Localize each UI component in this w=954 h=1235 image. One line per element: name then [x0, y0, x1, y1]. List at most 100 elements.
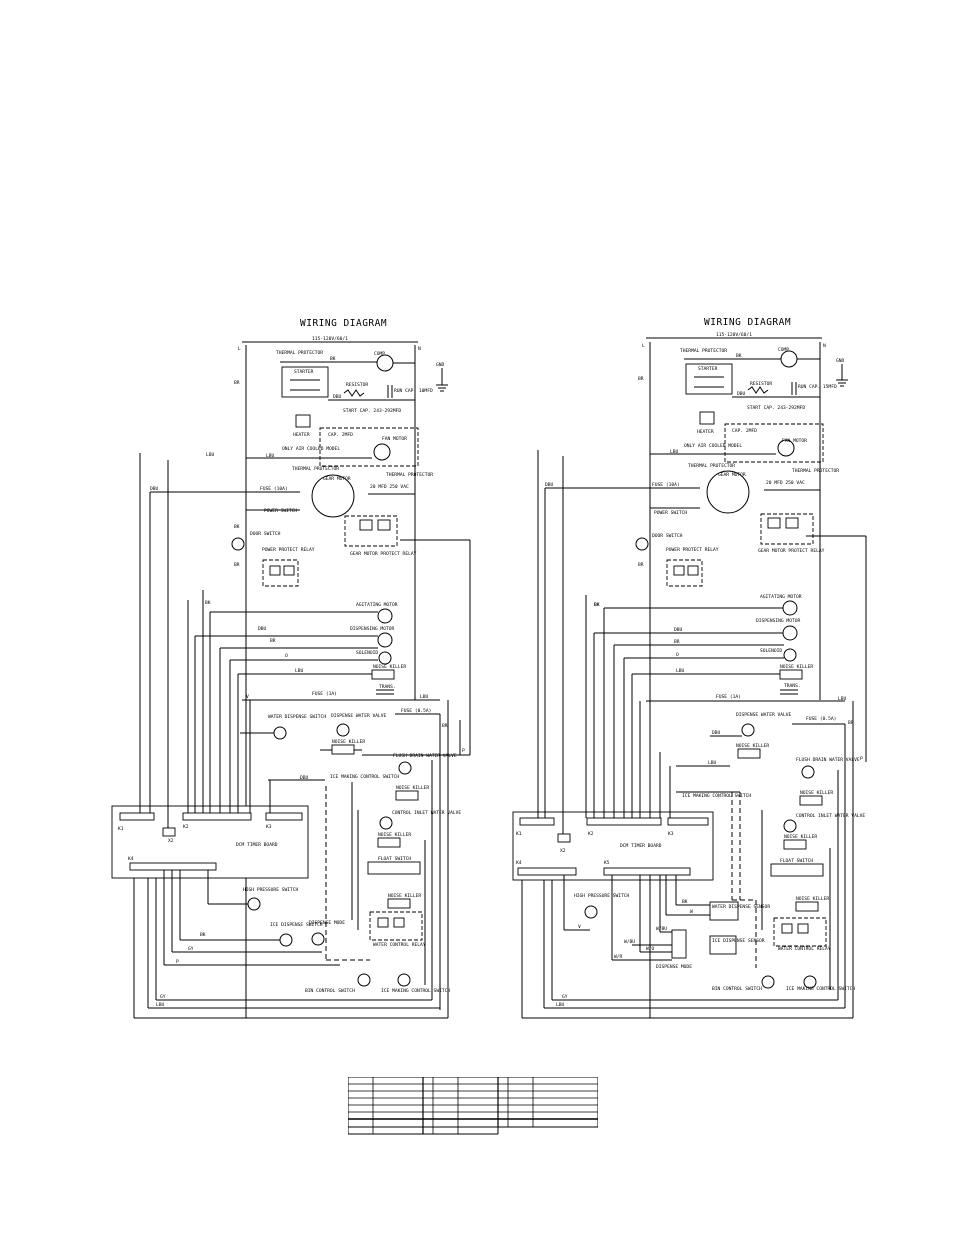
svg-text:POWER SWITCH: POWER SWITCH	[264, 508, 297, 514]
left-noise-killer-2	[331, 744, 355, 755]
svg-text:BK: BK	[594, 602, 600, 608]
svg-text:DBU: DBU	[674, 627, 683, 633]
left-water-control-relay	[369, 911, 423, 941]
left-title: WIRING DIAGRAM	[300, 318, 387, 329]
svg-text:BK: BK	[234, 524, 240, 530]
left-comp-icon	[376, 354, 394, 372]
svg-text:DISPENSING MOTOR: DISPENSING MOTOR	[756, 618, 800, 624]
svg-text:ICE MAKING CONTROL SWITCH: ICE MAKING CONTROL SWITCH	[682, 793, 751, 799]
svg-text:P: P	[860, 756, 863, 762]
svg-text:NOISE KILLER: NOISE KILLER	[784, 834, 817, 840]
svg-text:POWER PROTECT RELAY: POWER PROTECT RELAY	[262, 547, 315, 553]
svg-text:L: L	[238, 346, 241, 352]
left-heater	[295, 414, 311, 428]
svg-text:K3: K3	[668, 831, 674, 837]
svg-text:DBU: DBU	[300, 775, 309, 781]
svg-text:NOISE KILLER: NOISE KILLER	[378, 832, 411, 838]
svg-text:GY: GY	[160, 994, 166, 1000]
svg-text:DOOR SWITCH: DOOR SWITCH	[652, 533, 683, 539]
left-ice-making-switch-2-icon	[397, 973, 411, 987]
svg-text:W: W	[690, 909, 693, 915]
right-door-switch-icon	[635, 537, 649, 551]
svg-text:BK: BK	[682, 899, 688, 905]
svg-text:ONLY AIR COOLED MODEL: ONLY AIR COOLED MODEL	[684, 443, 742, 449]
left-gear-relay-box	[344, 515, 398, 547]
left-gear-motor-icon	[311, 474, 355, 518]
left-flush-drain-valve-icon	[398, 761, 412, 775]
svg-text:TRANS.: TRANS.	[784, 683, 801, 689]
svg-text:WATER CONTROL RELAY: WATER CONTROL RELAY	[778, 946, 831, 952]
left-float-switch	[367, 861, 421, 875]
svg-text:STARTER: STARTER	[294, 369, 314, 375]
svg-text:HIGH PRESSURE SWITCH: HIGH PRESSURE SWITCH	[574, 893, 630, 899]
svg-text:RUN CAP. 15MFD: RUN CAP. 15MFD	[798, 384, 837, 390]
svg-text:20 MFD 250 VAC: 20 MFD 250 VAC	[766, 480, 805, 486]
svg-text:HEATER: HEATER	[293, 432, 310, 438]
svg-text:DISPENSE WATER VALVE: DISPENSE WATER VALVE	[736, 712, 792, 718]
svg-text:BIN CONTROL SWITCH: BIN CONTROL SWITCH	[712, 986, 762, 992]
right-ice-dispense-sensor	[709, 935, 737, 955]
svg-text:W/BU: W/BU	[656, 926, 667, 932]
svg-text:P: P	[462, 748, 465, 754]
svg-text:DBU: DBU	[712, 730, 721, 736]
right-starter-box	[685, 363, 733, 395]
svg-text:START CAP. 243-292MFD: START CAP. 243-292MFD	[343, 408, 401, 414]
right-dispensing-motor-icon	[782, 625, 798, 641]
svg-text:V: V	[246, 694, 249, 700]
svg-text:DISPENSE WATER VALVE: DISPENSE WATER VALVE	[331, 713, 387, 719]
left-dispense-valve-icon	[336, 723, 350, 737]
svg-text:FLUSH DRAIN WATER VALVE: FLUSH DRAIN WATER VALVE	[796, 757, 860, 763]
svg-text:LBU: LBU	[556, 1002, 565, 1008]
svg-text:NOISE KILLER: NOISE KILLER	[396, 785, 429, 791]
svg-text:BK: BK	[200, 932, 206, 938]
svg-text:DCM TIMER BOARD: DCM TIMER BOARD	[620, 843, 662, 849]
svg-text:RUN CAP. 10MFD: RUN CAP. 10MFD	[394, 388, 433, 394]
svg-text:ICE MAKING CONTROL SWITCH: ICE MAKING CONTROL SWITCH	[381, 988, 450, 994]
svg-text:K3: K3	[266, 824, 272, 830]
left-noise-killer-3	[395, 790, 419, 801]
svg-text:K2: K2	[588, 831, 594, 837]
svg-text:DCM TIMER BOARD: DCM TIMER BOARD	[236, 842, 278, 848]
svg-text:GY: GY	[562, 994, 568, 1000]
svg-text:W/R: W/R	[614, 954, 623, 960]
right-gear-relay-box	[760, 513, 814, 545]
svg-text:NOISE KILLER: NOISE KILLER	[332, 739, 365, 745]
svg-text:K1: K1	[516, 831, 522, 837]
svg-text:SOLENOID: SOLENOID	[356, 650, 378, 656]
svg-text:20 MFD 250 VAC: 20 MFD 250 VAC	[370, 484, 409, 490]
right-float-switch	[770, 863, 824, 877]
left-door-switch-icon	[231, 537, 245, 551]
svg-text:THERMAL PROTECTOR: THERMAL PROTECTOR	[680, 348, 727, 354]
svg-text:NOISE KILLER: NOISE KILLER	[373, 664, 406, 670]
svg-text:K2: K2	[183, 824, 189, 830]
svg-text:BR: BR	[234, 562, 240, 568]
left-dispense-mode-icon	[311, 932, 325, 946]
svg-text:LBU: LBU	[670, 449, 679, 455]
left-bin-control-switch-icon	[357, 973, 371, 987]
svg-text:BR: BR	[638, 562, 644, 568]
svg-text:LBU: LBU	[420, 694, 429, 700]
svg-text:DBU: DBU	[258, 626, 267, 632]
svg-text:FUSE (10A): FUSE (10A)	[652, 482, 680, 488]
left-dispensing-motor-icon	[377, 632, 393, 648]
svg-text:COMP: COMP	[374, 351, 385, 357]
svg-text:LBU: LBU	[838, 696, 847, 702]
right-gear-motor-icon	[706, 470, 750, 514]
right-dispense-mode-block	[671, 929, 687, 959]
svg-text:GEAR MOTOR: GEAR MOTOR	[718, 472, 746, 478]
svg-text:BK: BK	[736, 353, 742, 359]
svg-text:O: O	[676, 652, 679, 658]
svg-text:DISPENSING MOTOR: DISPENSING MOTOR	[350, 626, 394, 632]
svg-text:THERMAL PROTECTOR: THERMAL PROTECTOR	[386, 472, 433, 478]
left-fan-motor-icon	[373, 443, 391, 461]
wire-color-legend-table	[348, 1077, 598, 1135]
svg-text:FUSE (1A): FUSE (1A)	[716, 694, 741, 700]
right-wiring-diagram: WIRING DIAGRAM 115-120V/60/1 L N COMP TH…	[512, 317, 867, 1019]
left-high-pressure-switch-icon	[247, 897, 261, 911]
right-agitating-motor-icon	[782, 600, 798, 616]
svg-text:BR: BR	[674, 639, 680, 645]
svg-text:ICE DISPENSE SENSOR: ICE DISPENSE SENSOR	[712, 938, 765, 944]
right-noise-killer-3	[799, 795, 823, 806]
svg-text:LBU: LBU	[676, 668, 685, 674]
